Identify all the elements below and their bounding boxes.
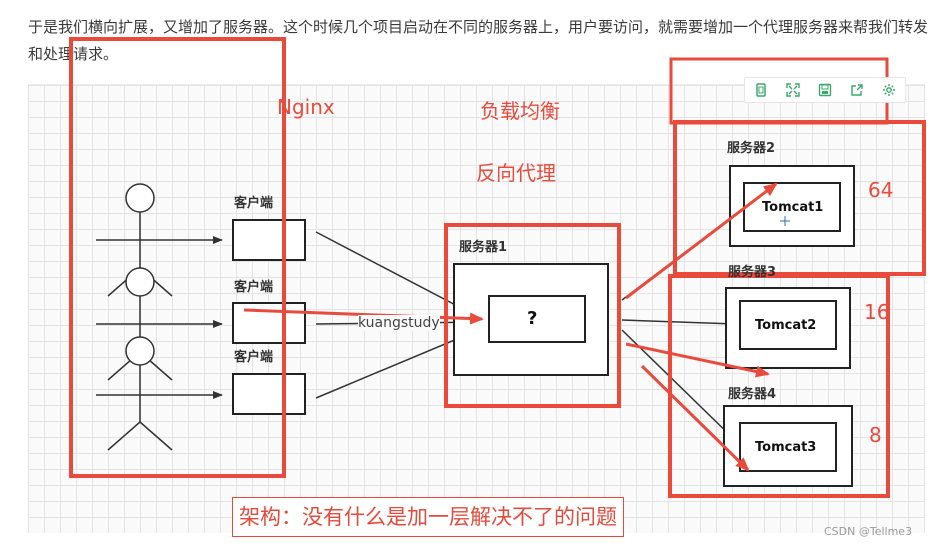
nginx-highlight-frame (69, 37, 286, 478)
user-figure (96, 183, 184, 297)
watermark: CSDN @Tellme3 (824, 525, 913, 538)
proxy-server-name: 服务器1 (459, 240, 508, 255)
tomcat1-label: Tomcat1 (762, 200, 824, 215)
proxy-highlight-frame (444, 223, 621, 408)
client-box (232, 219, 306, 261)
client-label: 客户端 (234, 196, 274, 211)
fullscreen-icon[interactable] (777, 78, 809, 102)
server4-weight: 8 (869, 423, 882, 447)
tomcat2-box (739, 300, 837, 350)
server2-name: 服务器2 (727, 141, 776, 156)
load-balance-label: 负载均衡 (480, 99, 560, 123)
save-icon[interactable] (809, 78, 841, 102)
reverse-proxy-label: 反向代理 (476, 161, 556, 185)
tomcat3-label: Tomcat3 (755, 440, 817, 455)
red-client-arrow (243, 308, 484, 325)
red-route-arrow (625, 342, 770, 378)
user-figure (96, 336, 184, 451)
client-label: 客户端 (234, 350, 274, 365)
proxy-question-mark: ? (527, 308, 538, 329)
tomcat2-label: Tomcat2 (755, 318, 817, 333)
proxy-to-server-line (621, 329, 741, 446)
intro-paragraph: 于是我们横向扩展，又增加了服务器。这个时候几个项目启动在不同的服务器上，用户要访… (28, 18, 929, 63)
copy-icon[interactable] (745, 78, 777, 102)
settings-icon[interactable] (873, 78, 905, 102)
server3-weight: 16 (864, 300, 890, 324)
proxy-inner-box (488, 295, 586, 343)
proxy-to-server-line (621, 319, 737, 328)
nginx-label: Nginx (277, 95, 335, 119)
share-icon[interactable] (841, 78, 873, 102)
red-route-arrow (625, 182, 778, 300)
server2-weight: 64 (868, 178, 894, 202)
crosshair-cursor (780, 216, 790, 226)
architecture-banner: 架构：没有什么是加一层解决不了的问题 (232, 497, 624, 537)
client-box (232, 302, 306, 344)
server3-name: 服务器3 (728, 265, 777, 280)
arrow-label: kuangstudy (358, 315, 440, 331)
client-label: 客户端 (234, 280, 274, 295)
server4-name: 服务器4 (728, 387, 777, 402)
image-toolbar (744, 77, 906, 103)
red-route-arrow (640, 364, 750, 472)
servers-highlight-frame (668, 274, 890, 498)
tomcat3-box (739, 422, 837, 472)
client-box (232, 373, 306, 415)
